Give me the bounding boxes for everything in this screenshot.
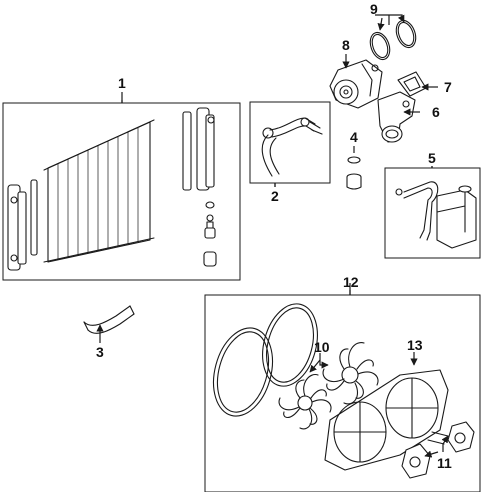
callout-5: 5 — [428, 150, 436, 166]
right-tank-icon — [182, 107, 215, 191]
drain-plug-icon — [203, 201, 217, 267]
radiator-core-icon — [43, 119, 155, 263]
callout-4: 4 — [350, 129, 358, 145]
reservoir-hose-icon — [395, 181, 439, 241]
left-tank-icon — [7, 184, 27, 271]
thermostat-housing-icon — [377, 91, 416, 143]
fan-blade-left-icon — [278, 373, 332, 430]
callout-11: 11 — [437, 455, 452, 471]
callout-9: 9 — [370, 1, 378, 17]
water-pump-icon — [329, 59, 383, 109]
callout-2: 2 — [271, 188, 279, 204]
gasket-icon — [397, 71, 427, 97]
belts-icon — [213, 303, 318, 417]
reservoir-tank-icon — [436, 185, 477, 249]
callout-10: 10 — [314, 339, 330, 355]
fan-box — [204, 294, 481, 492]
fan-shroud-icon — [324, 369, 449, 471]
hose-group — [249, 101, 331, 187]
radiator-box — [2, 102, 241, 281]
left-seal-icon — [30, 179, 38, 256]
callout-12: 12 — [343, 274, 359, 290]
o-rings-icon — [369, 19, 417, 61]
reservoir-group — [384, 166, 481, 259]
hose-box — [249, 101, 331, 184]
plug-icon — [346, 156, 362, 190]
hose-icon — [261, 117, 323, 177]
radiator-group — [2, 100, 241, 281]
small-hose-icon — [83, 305, 135, 334]
fan-group — [204, 290, 481, 492]
callout-8: 8 — [342, 37, 350, 53]
callout-7: 7 — [444, 79, 452, 95]
callout-1: 1 — [118, 75, 126, 91]
callout-13: 13 — [407, 337, 423, 353]
reservoir-box — [384, 167, 481, 259]
callout-6: 6 — [432, 104, 440, 120]
fan-blade-right-icon — [322, 342, 379, 405]
callout-3: 3 — [96, 344, 104, 360]
leader-lines — [96, 14, 449, 458]
